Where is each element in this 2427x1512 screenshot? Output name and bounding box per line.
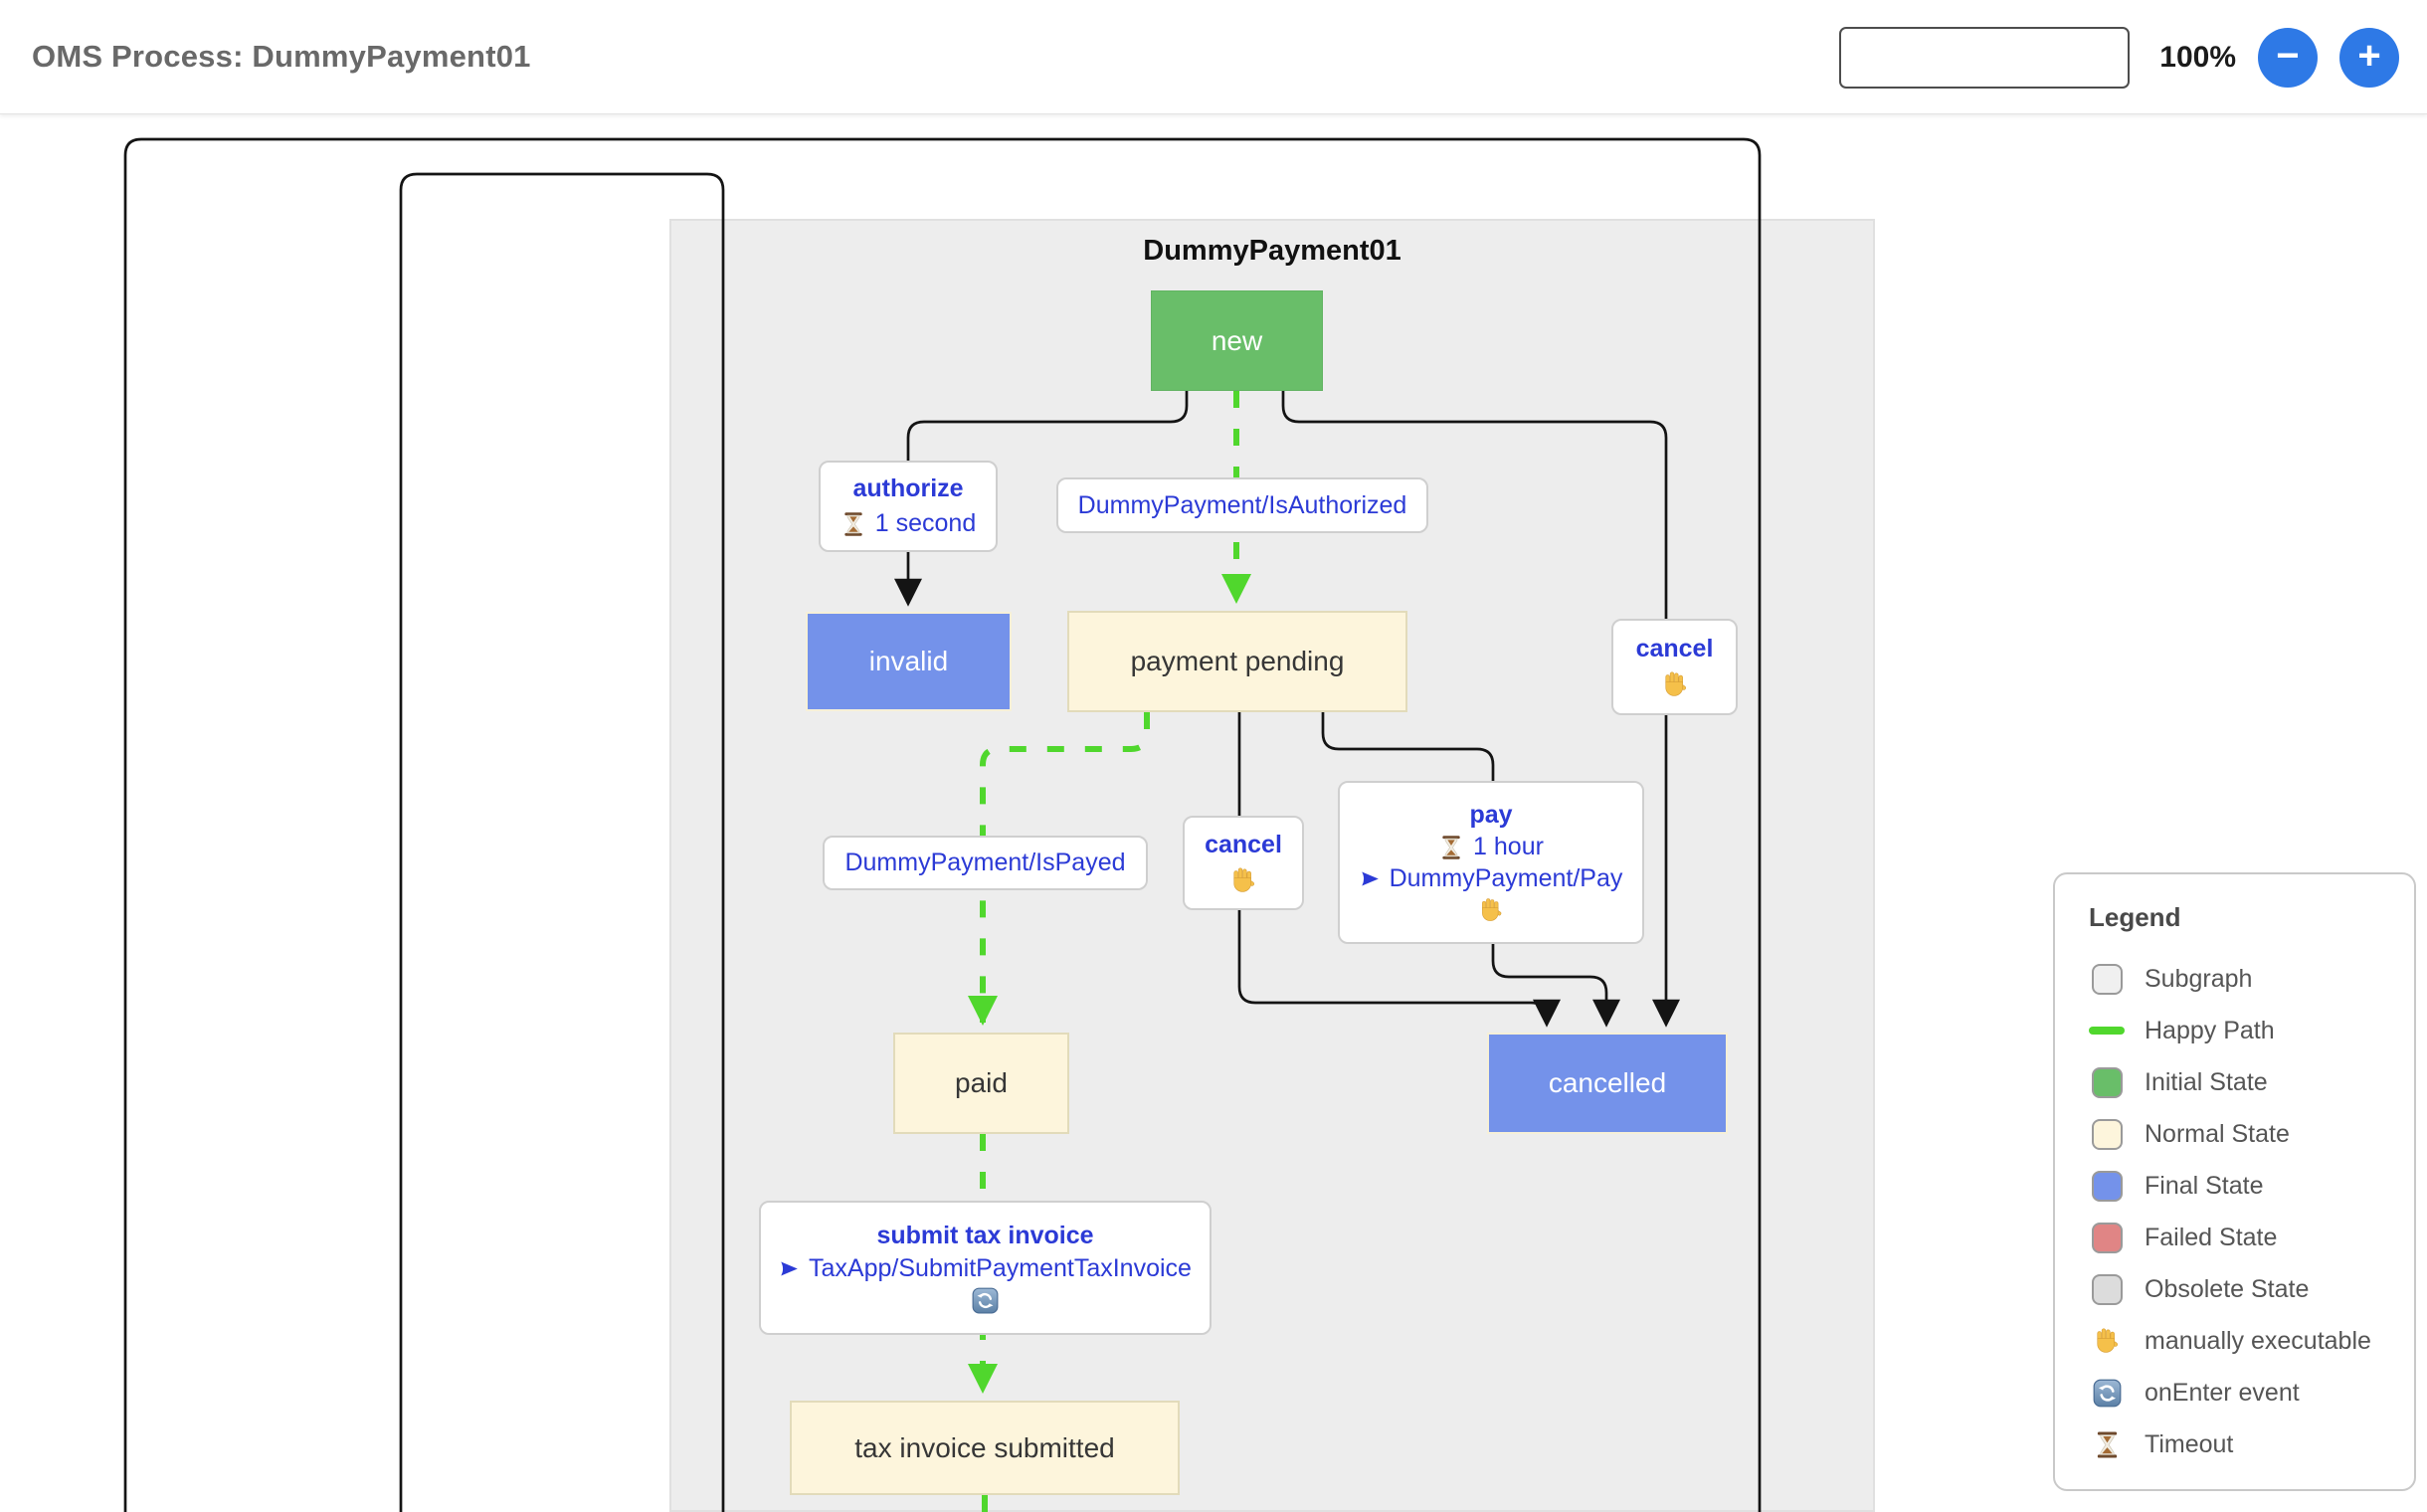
subgraph-label: DummyPayment01 xyxy=(1143,235,1401,267)
guard-is-authorized: DummyPayment/IsAuthorized xyxy=(1056,477,1428,533)
legend-item-final-state: Final State xyxy=(2089,1160,2414,1212)
edge-cancelmid-to-cancelled xyxy=(1237,910,1561,1028)
state-invalid-label: invalid xyxy=(868,646,949,676)
legend: Legend Subgraph Happy Path Initial State… xyxy=(2053,872,2416,1491)
happy-path-swatch xyxy=(2089,1027,2125,1035)
hourglass-icon xyxy=(1438,835,1464,860)
final-state-swatch xyxy=(2091,1170,2123,1202)
state-paid: paid xyxy=(893,1033,1069,1134)
state-tax-invoice-submitted-label: tax invoice submitted xyxy=(854,1431,1115,1463)
legend-item-subgraph: Subgraph xyxy=(2089,953,2414,1005)
legend-item-normal-state: Normal State xyxy=(2089,1108,2414,1160)
edge-outer-loop-b xyxy=(399,172,725,1512)
state-paid-label: paid xyxy=(955,1067,1008,1098)
state-payment-pending: payment pending xyxy=(1067,611,1407,712)
event-arrow-icon xyxy=(1360,868,1381,889)
transition-submit-tax-invoice: submit tax invoice TaxApp/SubmitPaymentT… xyxy=(759,1201,1212,1335)
initial-state-swatch xyxy=(2091,1066,2123,1098)
state-cancelled-label: cancelled xyxy=(1548,1067,1667,1098)
onenter-event-icon xyxy=(972,1287,999,1314)
edge-new-to-authorize xyxy=(906,391,1189,461)
header-zoom-controls: 100% − + xyxy=(1839,0,2399,114)
page-title: OMS Process: DummyPayment01 xyxy=(32,39,531,74)
zoom-in-button[interactable]: + xyxy=(2339,27,2399,88)
legend-item-onenter-event: onEnter event xyxy=(2089,1367,2414,1418)
state-new-label: new xyxy=(1211,324,1263,356)
normal-state-swatch xyxy=(2091,1118,2123,1150)
edge-happy-paymentpending-to-paid xyxy=(968,712,1150,1026)
state-new: new xyxy=(1151,290,1323,391)
hand-icon xyxy=(2092,1326,2122,1356)
legend-item-failed-state: Failed State xyxy=(2089,1212,2414,1263)
edge-new-to-cancel-to-cancelled xyxy=(1281,391,1680,1028)
transition-pay-timeout: 1 hour xyxy=(1473,833,1544,860)
transition-authorize: authorize 1 second xyxy=(819,461,998,552)
transition-submit-tax-invoice-event: TaxApp/SubmitPaymentTaxInvoice xyxy=(809,1254,1192,1282)
guard-is-payed: DummyPayment/IsPayed xyxy=(823,836,1148,890)
guard-is-payed-label: DummyPayment/IsPayed xyxy=(844,849,1126,876)
edge-paymentpending-to-pay xyxy=(1321,712,1495,781)
obsolete-state-swatch xyxy=(2091,1273,2123,1305)
zoom-out-button[interactable]: − xyxy=(2258,27,2318,88)
zoom-input[interactable] xyxy=(1839,26,2131,89)
transition-pay: pay 1 hour DummyPayment/Pay xyxy=(1338,781,1644,944)
legend-item-manually-executable: manually executable xyxy=(2089,1315,2414,1367)
transition-authorize-timeout: 1 second xyxy=(874,509,977,537)
edge-outer-loop-a xyxy=(123,137,1762,1512)
zoom-percent-label: 100% xyxy=(2159,40,2236,74)
header: OMS Process: DummyPayment01 100% − + xyxy=(0,0,2427,114)
legend-item-obsolete-state: Obsolete State xyxy=(2089,1263,2414,1315)
event-arrow-icon xyxy=(779,1258,800,1279)
onenter-event-icon xyxy=(2093,1379,2122,1408)
subgraph-swatch xyxy=(2091,963,2123,995)
failed-state-swatch xyxy=(2091,1222,2123,1253)
hand-icon xyxy=(1228,865,1258,895)
state-tax-invoice-submitted: tax invoice submitted xyxy=(790,1401,1180,1495)
guard-is-authorized-label: DummyPayment/IsAuthorized xyxy=(1077,490,1407,519)
state-invalid: invalid xyxy=(806,612,1012,711)
transition-submit-tax-invoice-label: submit tax invoice xyxy=(876,1222,1094,1249)
legend-item-happy-path: Happy Path xyxy=(2089,1005,2414,1056)
hand-icon xyxy=(1660,669,1690,699)
transition-cancel-top-label: cancel xyxy=(1635,635,1714,662)
legend-item-timeout: Timeout xyxy=(2089,1418,2414,1470)
transition-pay-event: DummyPayment/Pay xyxy=(1389,864,1623,892)
transition-cancel-top: cancel xyxy=(1611,619,1738,715)
state-payment-pending-label: payment pending xyxy=(1130,646,1345,676)
hourglass-icon xyxy=(2093,1430,2122,1459)
hand-icon xyxy=(1477,896,1505,924)
edges-layer xyxy=(123,137,1762,1512)
edge-pay-to-cancelled xyxy=(1491,944,1620,1028)
diagram-canvas: DummyPayment01 xyxy=(0,114,2427,1512)
legend-item-initial-state: Initial State xyxy=(2089,1056,2414,1108)
hourglass-icon xyxy=(840,511,866,537)
legend-title: Legend xyxy=(2089,902,2181,932)
transition-authorize-label: authorize xyxy=(852,474,964,502)
transition-cancel-mid-label: cancel xyxy=(1205,831,1282,858)
state-cancelled: cancelled xyxy=(1487,1033,1728,1134)
transition-cancel-mid: cancel xyxy=(1183,816,1304,910)
transition-pay-label: pay xyxy=(1469,801,1513,829)
